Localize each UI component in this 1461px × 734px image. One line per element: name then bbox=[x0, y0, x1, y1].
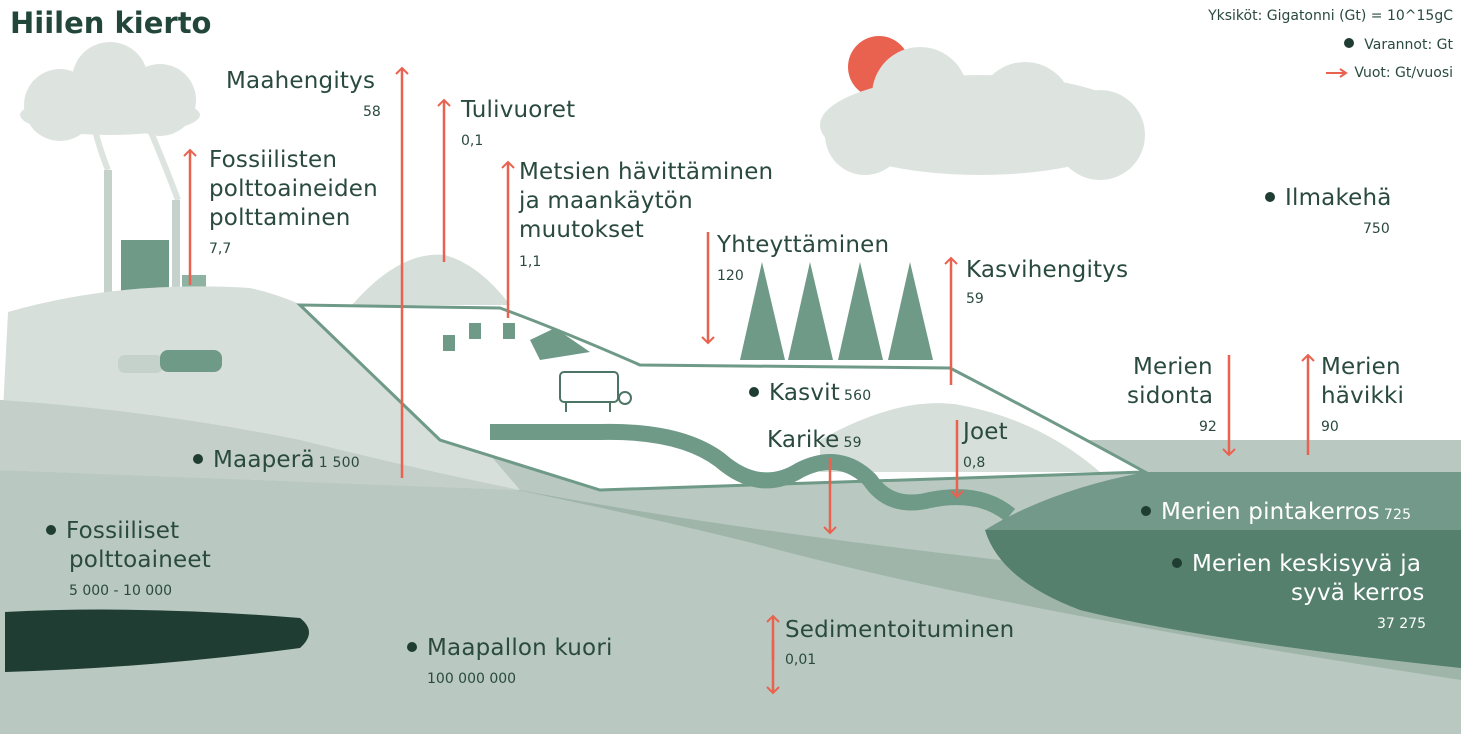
stock-value-fossiiliset: 5 000 - 10 000 bbox=[69, 583, 173, 599]
stock-dot-icon bbox=[407, 641, 417, 652]
stock-label-ilmakeha: Ilmakehä bbox=[1265, 184, 1392, 213]
flow-label-joet: Joet bbox=[963, 419, 1008, 445]
flow-value-maahengitys: 58 bbox=[363, 104, 381, 120]
legend-units: Yksiköt: Gigatonni (Gt) = 10^15gC bbox=[1208, 8, 1453, 24]
flow-label-fossil-2: polttoaineiden bbox=[209, 176, 378, 202]
flow-label-metsien-2: ja maankäytön bbox=[519, 188, 693, 214]
flow-label-havikki-1: Merien bbox=[1321, 354, 1401, 380]
flow-label-sidonta-1: Merien bbox=[1133, 354, 1213, 380]
flow-value-sidonta: 92 bbox=[1199, 419, 1217, 435]
stock-label-syva-1: Merien keskisyvä ja bbox=[1172, 550, 1421, 579]
flow-label-kasvihengitys: Kasvihengitys bbox=[966, 257, 1129, 283]
flow-label-yhteyttaminen: Yhteyttäminen bbox=[717, 232, 890, 258]
fossil-fuel-deposit bbox=[5, 609, 309, 672]
volcano bbox=[352, 254, 510, 305]
flow-value-kasvihengitys: 59 bbox=[966, 291, 984, 307]
ocean-surface bbox=[985, 472, 1461, 530]
trees-icon bbox=[740, 262, 933, 360]
stock-label-syva-2: syvä kerros bbox=[1291, 580, 1425, 606]
flow-label-sedimentointi: Sedimentoituminen bbox=[785, 617, 1015, 643]
flow-arrows bbox=[183, 66, 1315, 695]
stock-dot-icon bbox=[46, 524, 56, 535]
stock-dot-icon bbox=[1344, 38, 1355, 48]
flow-label-sidonta-2: sidonta bbox=[1127, 383, 1214, 409]
stock-dot-icon bbox=[1172, 557, 1182, 568]
flow-value-sedimentointi: 0,01 bbox=[785, 652, 817, 668]
stock-dot-icon bbox=[193, 453, 203, 464]
ocean-deep bbox=[985, 530, 1461, 668]
stock-label-fossiiliset-2: polttoaineet bbox=[69, 547, 211, 573]
stock-dot-icon bbox=[1141, 505, 1151, 516]
stumps-icon bbox=[443, 323, 590, 360]
legend-stocks: Varannot: Gt bbox=[1344, 37, 1453, 53]
smoke-cloud-icon bbox=[20, 42, 200, 141]
page-title: Hiilen kierto bbox=[10, 6, 212, 40]
flow-value-metsien: 1,1 bbox=[519, 254, 542, 270]
stock-value-syva: 37 275 bbox=[1377, 616, 1426, 632]
flow-label-metsien-3: muutokset bbox=[519, 217, 644, 243]
car-icon bbox=[118, 350, 222, 373]
cloud-icon bbox=[820, 47, 1145, 180]
flow-label-havikki-2: hävikki bbox=[1321, 383, 1405, 409]
cow-icon bbox=[559, 371, 632, 412]
stock-dot-icon bbox=[749, 386, 759, 397]
stock-label-fossiiliset-1: Fossiiliset bbox=[46, 517, 179, 546]
flow-label-maahengitys: Maahengitys bbox=[226, 68, 376, 94]
river bbox=[490, 423, 1016, 522]
flow-value-fossil: 7,7 bbox=[209, 241, 232, 257]
flow-value-yhteyttaminen: 120 bbox=[717, 268, 744, 284]
stock-label-kuori: Maapallon kuori bbox=[407, 634, 613, 663]
flow-value-havikki: 90 bbox=[1321, 419, 1339, 435]
flow-label-fossil-3: polttaminen bbox=[209, 205, 351, 231]
stock-dot-icon bbox=[1265, 191, 1275, 202]
flow-label-tulivuoret: Tulivuoret bbox=[461, 97, 576, 123]
flow-arrow-icon bbox=[1326, 68, 1349, 78]
flow-label-fossil-1: Fossiilisten bbox=[209, 147, 338, 173]
legend-flows: Vuot: Gt/vuosi bbox=[1326, 65, 1453, 81]
flow-value-tulivuoret: 0,1 bbox=[461, 133, 484, 149]
stock-value-kuori: 100 000 000 bbox=[427, 671, 517, 687]
flow-label-metsien-1: Metsien hävittäminen bbox=[519, 159, 774, 185]
flow-value-joet: 0,8 bbox=[963, 455, 986, 471]
stock-value-ilmakeha: 750 bbox=[1363, 221, 1390, 237]
